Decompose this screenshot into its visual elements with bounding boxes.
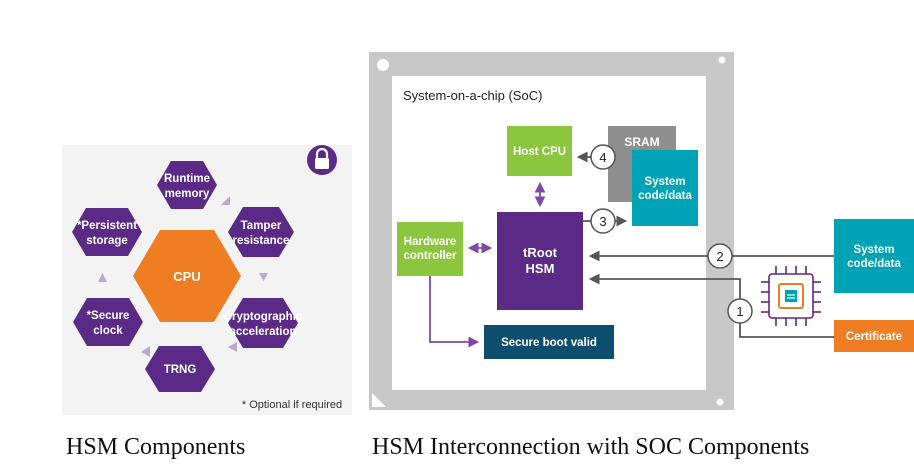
system-code-outer-label-2: code/data — [847, 258, 901, 270]
connector-arrow — [141, 346, 150, 357]
hsm-components-panel: Runtime memory Tamper resistance Cryptog… — [62, 145, 352, 415]
hex-cpu-center — [133, 230, 241, 322]
hex-cryptographic-acceleration — [228, 298, 298, 348]
certificate-box — [834, 320, 914, 352]
caption-hsm-interconnection: HSM Interconnection with SOC Components — [372, 434, 810, 460]
soc-title: System-on-a-chip (SoC) — [403, 88, 542, 103]
system-code-inner-box — [632, 150, 698, 226]
connector-arrow — [259, 273, 268, 281]
sram-label: SRAM — [624, 135, 659, 149]
hex-tamper-resistance — [228, 207, 294, 257]
troot-hsm-box — [497, 212, 583, 310]
hex-persistent-storage-label-2: storage — [86, 235, 128, 247]
troot-hsm-label-1: tRoot — [523, 245, 558, 260]
troot-hsm-label-2: HSM — [526, 261, 555, 276]
secure-boot-valid-box — [484, 325, 614, 359]
hex-trng — [145, 346, 215, 392]
connector-arrow — [221, 196, 230, 205]
step-2-circle — [707, 243, 733, 269]
step-3-circle — [590, 208, 616, 234]
hardware-controller-box — [397, 222, 463, 276]
hex-cryptographic-acceleration-label-1: Cryptographic — [224, 311, 303, 323]
frame-corner-notch — [372, 393, 386, 407]
hex-trng-label: TRNG — [164, 364, 197, 376]
system-code-inner-label-2: code/data — [638, 190, 692, 202]
hardware-controller-label-2: controller — [403, 250, 457, 262]
hex-tamper-resistance-label-2: resistance — [233, 235, 290, 247]
system-code-outer-box — [834, 219, 914, 293]
hex-runtime-memory-label-2: memory — [165, 188, 210, 200]
hex-persistent-storage-label-1: *Persistent — [77, 220, 137, 232]
secure-boot-valid-label: Secure boot valid — [501, 337, 597, 349]
hex-secure-clock-label-2: clock — [93, 325, 123, 337]
step-4-label: 4 — [599, 150, 606, 165]
step-4-circle — [590, 144, 616, 170]
frame-corner-dot — [718, 56, 726, 64]
frame-corner-dot — [377, 59, 389, 71]
soc-interconnection-panel: System-on-a-chip (SoC) Host CPU SRAM Sys… — [369, 52, 914, 410]
frame-corner-dot — [716, 398, 724, 406]
system-code-outer-label-1: System — [854, 244, 895, 256]
step-1-circle — [727, 298, 753, 324]
hex-secure-clock-label-1: *Secure — [87, 310, 130, 322]
host-cpu-label: Host CPU — [513, 146, 566, 158]
connector-arrow — [98, 273, 107, 282]
hardware-controller-label-1: Hardware — [404, 236, 456, 248]
hex-cpu-label: CPU — [173, 269, 200, 284]
connector-arrow — [228, 342, 237, 352]
diagram-canvas: Runtime memory Tamper resistance Cryptog… — [62, 52, 914, 415]
hwctrl-secureboot-link — [429, 276, 480, 348]
hex-secure-clock — [73, 298, 143, 346]
step-2-label: 2 — [716, 249, 723, 264]
hex-runtime-memory-label-1: Runtime — [164, 173, 210, 185]
caption-hsm-components: HSM Components — [66, 434, 246, 460]
host-cpu-box — [507, 126, 572, 176]
hex-tamper-resistance-label-1: Tamper — [241, 220, 282, 232]
certificate-label: Certificate — [846, 331, 902, 343]
system-code-inner-label-1: System — [645, 176, 686, 188]
footnote: * Optional if required — [242, 399, 342, 411]
hex-runtime-memory — [157, 161, 217, 209]
hex-cryptographic-acceleration-label-2: acceleration — [229, 326, 296, 338]
lock-icon — [307, 145, 337, 175]
step-1-label: 1 — [736, 304, 743, 319]
chip-icon — [761, 266, 821, 326]
hex-persistent-storage — [72, 208, 142, 256]
step-3-label: 3 — [599, 214, 606, 229]
